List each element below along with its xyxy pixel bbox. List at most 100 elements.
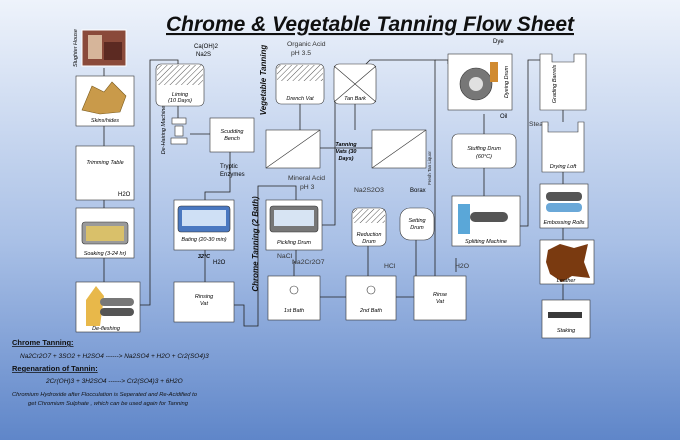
- page-title: Chrome & Vegetable Tanning Flow Sheet: [166, 13, 575, 36]
- bating-temp-label: 32°C: [198, 254, 211, 260]
- reduction-label-2: Drum: [362, 239, 376, 245]
- organic-acid-label: Organic Acid: [287, 41, 326, 48]
- drying-loft-label: Drying Loft: [550, 164, 577, 170]
- regeneration-equation: 2Cr(OH)3 + 3H2SO4 ------> Cr2(SO4)3 + 6H…: [45, 378, 183, 385]
- h2o-rinse-label: H2O: [455, 263, 469, 270]
- embossing-roll-2: [546, 203, 582, 212]
- second-bath-label: 2nd Bath: [359, 308, 382, 314]
- de-hairing-machine-icon: [171, 117, 187, 125]
- pickling-liquid: [274, 210, 314, 226]
- reduction-label-1: Reduction: [357, 232, 382, 238]
- grading-barrels-box: [539, 53, 587, 111]
- reduction-drum-fill: [353, 209, 385, 223]
- steam-label: Steam: [529, 121, 549, 128]
- mineral-acid-ph-label: pH 3: [300, 184, 315, 191]
- oil-label: Oil: [500, 114, 507, 120]
- tan-bark-label: Tan Bark: [344, 96, 366, 102]
- hide-icon: [86, 286, 104, 326]
- borax-label: Borax: [410, 188, 426, 194]
- stuffing-drum-label: Stuffing Drum: [467, 146, 501, 152]
- stuffing-drum-temp: (60°C): [476, 154, 492, 160]
- staking-box: [541, 299, 591, 339]
- drench-vat-fill: [277, 65, 323, 81]
- rinse-label-1: Rinse: [433, 292, 447, 298]
- splitting-hide-icon: [458, 204, 470, 234]
- regeneration-heading: Regenaration of Tannin:: [12, 364, 98, 373]
- staking-tool-icon: [548, 312, 582, 318]
- hcl-label: HCl: [384, 263, 396, 270]
- chrome-tanning-equation: Na2Cr2O7 + 3SO2 + H2SO4 ------> Na2SO4 +…: [20, 353, 209, 360]
- tanning-vats-label-2: Vats (30: [336, 149, 357, 155]
- tanning-vats-label-3: Days): [339, 156, 354, 162]
- rinse-vat-box: [413, 275, 467, 321]
- skins-hides-label: Skins/hides: [91, 118, 119, 124]
- tanning-vat-right-diag: [371, 129, 427, 169]
- h2o-rinsing-label: H2O: [213, 260, 226, 266]
- fresh-tan-liquor-label: Fresh Tan Liquor: [427, 151, 432, 185]
- enzymes-label: Enzymes: [220, 172, 245, 178]
- soaking-liquid: [86, 226, 124, 241]
- setting-label-1: Setting: [408, 218, 426, 224]
- mineral-acid-label: Mineral Acid: [288, 175, 325, 182]
- dyeing-drum-pipe: [490, 62, 498, 82]
- rinsing-label-1: Rinsing: [195, 294, 214, 300]
- de-fleshing-box: [75, 281, 141, 333]
- rinsing-label-2: Vat: [200, 301, 209, 307]
- tan-bark-cross-2: [333, 65, 377, 103]
- dye-label: Dye: [493, 39, 504, 45]
- trimming-table-label: Trimming Table: [86, 160, 123, 166]
- tanning-vats-label-1: Tanning: [335, 142, 357, 148]
- de-hairing-machine-base: [170, 137, 188, 145]
- chrome-tanning-label: Chrome Tanning (2 Bath): [251, 196, 260, 292]
- tanning-vat-left-diag: [265, 129, 321, 169]
- drying-loft-box: [541, 121, 585, 173]
- staking-label: Staking: [557, 328, 576, 334]
- second-bath-icon: [366, 285, 376, 295]
- stuffing-drum: [451, 133, 517, 169]
- rinse-label-2: Vat: [436, 299, 445, 305]
- first-bath-icon: [289, 285, 299, 295]
- chrome-tanning-heading: Chrome Tanning:: [12, 338, 74, 347]
- first-bath-label: 1st Bath: [284, 308, 304, 314]
- grading-barrels-label: Grading Barrels: [552, 64, 558, 103]
- bating-liquid: [182, 210, 226, 226]
- de-hairing-machine-body: [174, 125, 184, 137]
- drench-vat-label: Drench Vat: [286, 96, 314, 102]
- na2s2o3-label: Na2S2O3: [354, 187, 384, 194]
- scudding-bench-label-2: Bench: [224, 136, 240, 142]
- bating-label: Bating (20-30 min): [181, 237, 226, 243]
- de-hairing-machine-label: De-Hairing Machine: [161, 106, 167, 155]
- tryptic-label: Tryptic: [220, 164, 238, 170]
- note-line-1: Chromium Hydroxide after Flocculation is…: [12, 392, 198, 398]
- pickling-drum-label: Pickling Drum: [277, 240, 311, 246]
- second-bath-box: [345, 275, 397, 321]
- dyeing-drum-center: [469, 77, 483, 91]
- splitting-machine-label: Splitting Machine: [465, 239, 507, 245]
- embossing-roll-1: [546, 192, 582, 201]
- liming-vat-fill: [157, 65, 203, 85]
- nacl-label: NaCl: [277, 253, 293, 260]
- rinsing-vat-box: [173, 281, 235, 323]
- slaughter-worker-shape: [88, 35, 102, 59]
- scudding-bench-box: [209, 117, 255, 153]
- scudding-bench-label-1: Scudding: [221, 129, 245, 135]
- liming-label-2: (10 Days): [168, 98, 192, 104]
- leather-hide-icon: [546, 244, 590, 282]
- roller-icon: [100, 298, 134, 306]
- setting-label-2: Drum: [410, 225, 424, 231]
- hides-icon: [81, 81, 127, 115]
- organic-acid-ph-label: pH 3.5: [291, 50, 311, 57]
- slaughter-carcass-shape: [104, 42, 122, 60]
- lime-chem-2: Na2S: [196, 52, 211, 58]
- vegetable-tanning-label: Vegetable Tanning: [259, 45, 268, 116]
- note-line-2: get Chromium Sulphate , which can be use…: [28, 401, 189, 407]
- na2cr2o7-label: Na2Cr2O7: [292, 259, 325, 266]
- de-fleshing-label: De-fleshing: [92, 326, 121, 332]
- slughter-house-label: Slughter House: [73, 29, 79, 67]
- splitting-roller-icon: [470, 212, 508, 222]
- trimming-table-box: [75, 145, 135, 201]
- liming-label-1: Liming: [172, 92, 189, 98]
- h2o-soaking-label: H2O: [118, 192, 131, 198]
